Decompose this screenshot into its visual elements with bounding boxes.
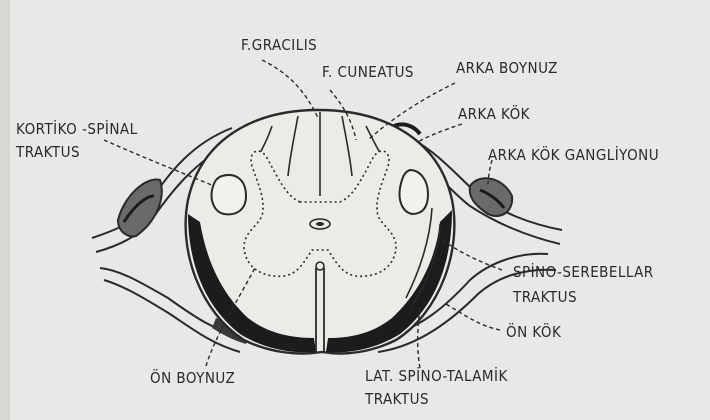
label-lat-spino-talamik-line2: TRAKTUS — [365, 389, 429, 410]
label-kortiko-spinal-line2: TRAKTUS — [16, 142, 80, 163]
label-f-gracilis: F.GRACILIS — [241, 35, 317, 56]
right-corticospinal-tract — [400, 170, 429, 214]
label-lat-spino-talamik-line1: LAT. SPİNO-TALAMİK — [365, 366, 508, 387]
label-spino-serebellar-line2: TRAKTUS — [513, 287, 577, 308]
label-arka-boynuz: ARKA BOYNUZ — [456, 58, 558, 79]
label-on-kok: ÖN KÖK — [506, 322, 561, 343]
label-arka-kok-gangliyonu: ARKA KÖK GANGLİYONU — [488, 145, 659, 166]
label-spino-serebellar-line1: SPİNO-SEREBELLAR — [513, 262, 654, 283]
left-corticospinal-tract — [212, 175, 247, 214]
label-arka-kok: ARKA KÖK — [458, 104, 530, 125]
label-on-boynuz: ÖN BOYNUZ — [150, 368, 235, 389]
label-kortiko-spinal-line1: KORTİKO -SPİNAL — [16, 119, 138, 140]
label-f-cuneatus: F. CUNEATUS — [322, 62, 414, 83]
